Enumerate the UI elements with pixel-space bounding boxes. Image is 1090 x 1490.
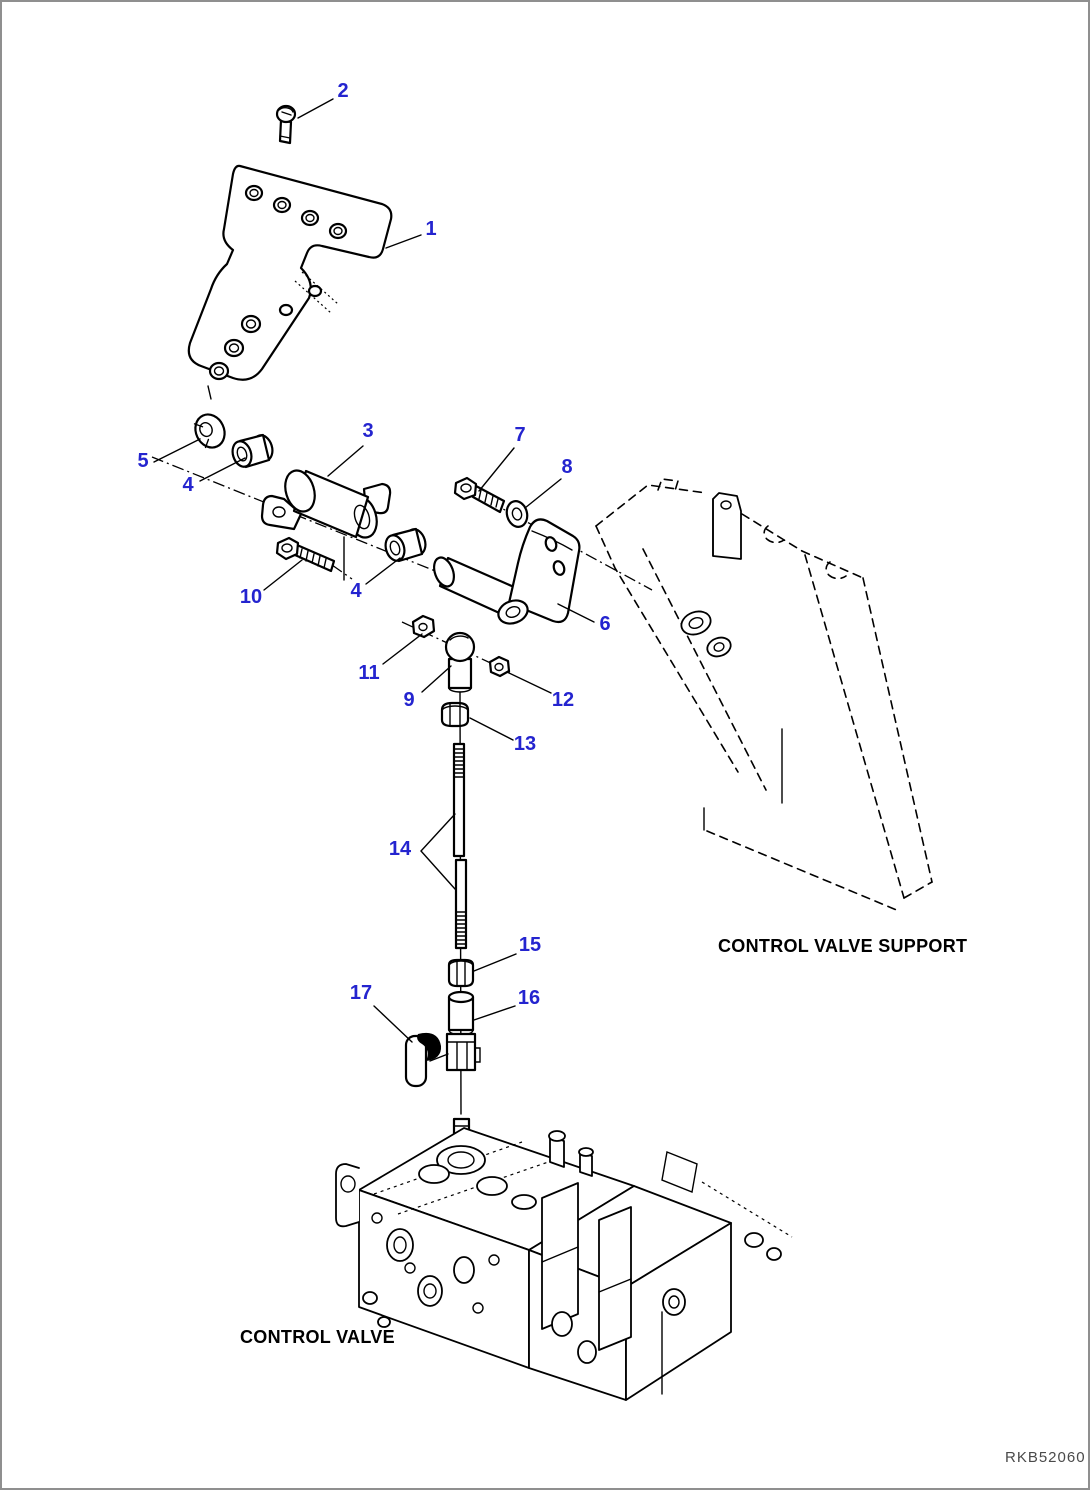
part-14-rod bbox=[452, 742, 468, 950]
callout-12: 12 bbox=[551, 689, 575, 711]
part-15-nut bbox=[447, 958, 475, 988]
callout-1: 1 bbox=[425, 218, 437, 240]
part-8-washer bbox=[505, 500, 529, 528]
callout-2: 2 bbox=[337, 80, 349, 102]
callout-7: 7 bbox=[514, 424, 526, 446]
callout-14: 14 bbox=[388, 838, 412, 860]
part-4-bushing-left bbox=[231, 433, 274, 469]
callout-3: 3 bbox=[362, 420, 374, 442]
part-2-screw bbox=[275, 104, 297, 145]
part-13-nut bbox=[440, 701, 470, 728]
part-4-bushing-right bbox=[384, 527, 427, 563]
control-valve-support-label: CONTROL VALVE SUPPORT bbox=[718, 936, 968, 956]
callout-4a: 4 bbox=[182, 474, 194, 496]
part-10-bolt bbox=[275, 536, 336, 573]
callout-13: 13 bbox=[513, 733, 537, 755]
control-valve-body bbox=[335, 1127, 793, 1401]
part-9-ball-joint bbox=[444, 631, 476, 693]
part-11-nut bbox=[411, 614, 436, 639]
callout-6: 6 bbox=[599, 613, 611, 635]
control-valve-label: CONTROL VALVE bbox=[240, 1327, 395, 1347]
callout-5: 5 bbox=[137, 450, 149, 472]
part-3-lever-boss bbox=[260, 469, 392, 539]
callout-4b: 4 bbox=[350, 580, 362, 602]
part-17-clip bbox=[404, 1032, 449, 1088]
control-valve-support-outline bbox=[595, 478, 933, 912]
part-5-clip bbox=[193, 413, 226, 449]
callout-17: 17 bbox=[349, 982, 373, 1004]
callout-11: 11 bbox=[358, 662, 380, 684]
part-6-lever-pin bbox=[433, 518, 581, 625]
part-1-bracket bbox=[187, 164, 393, 400]
callout-8: 8 bbox=[561, 456, 573, 478]
part-16-coupler bbox=[445, 990, 481, 1072]
drawing-code: RKB52060 bbox=[1005, 1449, 1086, 1466]
part-7-bolt bbox=[453, 476, 506, 514]
callout-10: 10 bbox=[239, 586, 263, 608]
callout-leader-lines bbox=[153, 98, 595, 1043]
callout-15: 15 bbox=[518, 934, 542, 956]
part-12-nut bbox=[488, 655, 511, 678]
callout-16: 16 bbox=[517, 987, 541, 1009]
callout-9: 9 bbox=[403, 689, 415, 711]
